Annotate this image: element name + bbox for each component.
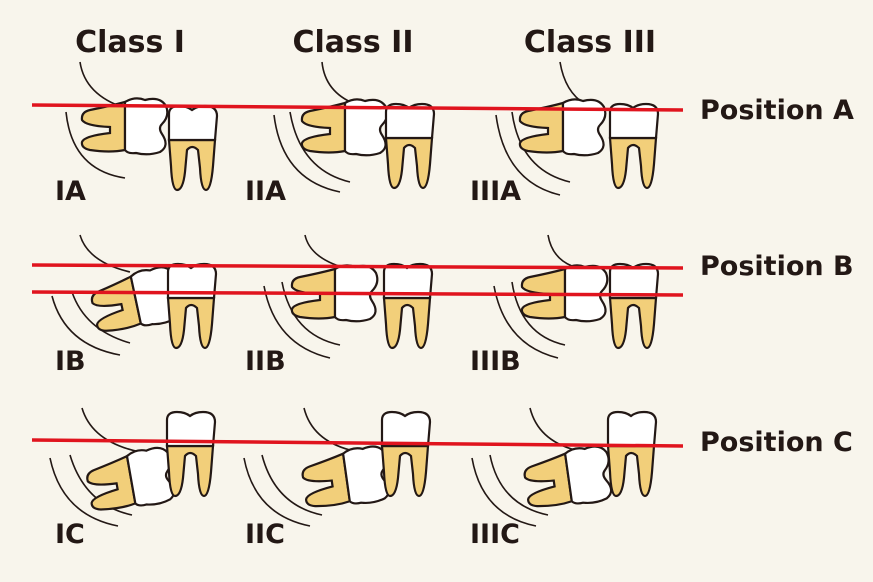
line-position-b-lower bbox=[31, 290, 684, 297]
second-molar-iiia bbox=[608, 102, 660, 190]
impacted-tooth-iic bbox=[298, 443, 394, 513]
label-ic: IC bbox=[55, 519, 85, 550]
second-molar-ia bbox=[167, 104, 219, 192]
second-molar-iib bbox=[382, 262, 434, 350]
line-position-b-upper bbox=[31, 263, 684, 270]
second-molar-ic bbox=[165, 410, 217, 498]
second-molar-iiib bbox=[608, 262, 660, 350]
class-i-title: Class I bbox=[75, 25, 185, 60]
label-iia: IIA bbox=[245, 176, 286, 207]
second-molar-iic bbox=[380, 410, 432, 498]
label-iiib: IIIB bbox=[470, 346, 521, 377]
line-position-a bbox=[31, 103, 684, 112]
line-position-c bbox=[31, 438, 684, 448]
impacted-tooth-iiic bbox=[520, 443, 616, 513]
second-molar-ib bbox=[166, 262, 218, 350]
position-c-label: Position C bbox=[700, 427, 853, 458]
label-ia: IA bbox=[55, 176, 86, 207]
second-molar-iia bbox=[384, 102, 436, 190]
arcs bbox=[49, 61, 586, 527]
occlusal-reference-lines bbox=[31, 103, 684, 448]
label-iic: IIC bbox=[245, 519, 285, 550]
impacted-tooth-ic bbox=[82, 444, 179, 517]
label-ib: IB bbox=[55, 346, 86, 377]
second-molar-iiic bbox=[606, 410, 658, 498]
label-iiia: IIIA bbox=[470, 176, 521, 207]
label-iiic: IIIC bbox=[470, 519, 520, 550]
position-b-label: Position B bbox=[700, 251, 854, 282]
class-iii-title: Class III bbox=[524, 25, 656, 60]
class-ii-title: Class II bbox=[292, 25, 413, 60]
position-a-label: Position A bbox=[700, 95, 854, 126]
label-iib: IIB bbox=[245, 346, 286, 377]
